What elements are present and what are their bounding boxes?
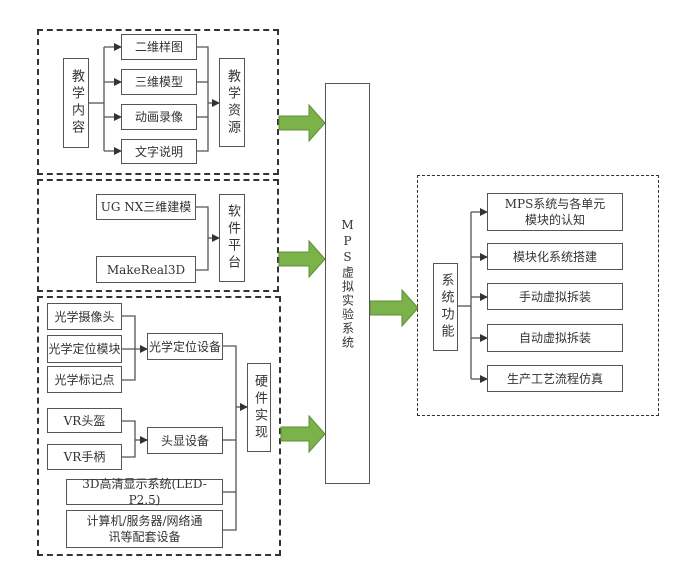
group-software-container (37, 179, 279, 292)
vr-item-box: VR手柄 (47, 444, 122, 470)
optical-item-box: 光学摄像头 (47, 303, 122, 330)
function-item-box: 手动虚拟拆装 (487, 283, 623, 310)
teaching-item-box: 文字说明 (121, 139, 197, 164)
function-item-box: MPS系统与各单元模块的认知 (487, 193, 623, 231)
vr-item-box: VR头盔 (47, 408, 122, 433)
group-hardware-container (37, 296, 281, 556)
function-item-box: 模块化系统搭建 (487, 243, 623, 270)
arrow-hardware-to-mps (280, 414, 326, 454)
software-item-box: UG NX三维建模 (96, 194, 196, 220)
mps-system-box: MPS虚拟实验系统 (325, 83, 370, 484)
teaching-content-box: 教学内容 (63, 58, 89, 148)
arrow-mps-to-functions (369, 288, 419, 328)
software-item-box: MakeReal3D (96, 256, 196, 283)
group-functions-container (417, 175, 659, 416)
optical-item-box: 光学定位模块 (47, 335, 122, 363)
head-mounted-display-box: 头显设备 (147, 427, 223, 454)
hardware-implementation-box: 硬件实现 (247, 363, 271, 452)
function-item-box: 自动虚拟拆装 (487, 324, 623, 352)
group-teaching-container (37, 29, 279, 175)
teaching-item-box: 动画录像 (121, 104, 197, 130)
teaching-item-box: 二维样图 (121, 34, 197, 60)
arrow-teaching-to-mps (278, 103, 326, 143)
display-system-box: 3D高清显示系统(LED-P2.5) (66, 477, 223, 507)
optical-item-box: 光学标记点 (47, 366, 122, 393)
computer-equipment-box: 计算机/服务器/网络通讯等配套设备 (66, 510, 223, 548)
software-platform-box: 软件平台 (219, 194, 245, 282)
system-functions-box: 系统功能 (433, 263, 458, 351)
function-item-box: 生产工艺流程仿真 (487, 365, 623, 392)
arrow-software-to-mps (278, 239, 326, 279)
teaching-resources-box: 教学资源 (219, 58, 245, 147)
optical-positioning-device-box: 光学定位设备 (147, 333, 223, 360)
teaching-item-box: 三维模型 (121, 69, 197, 95)
